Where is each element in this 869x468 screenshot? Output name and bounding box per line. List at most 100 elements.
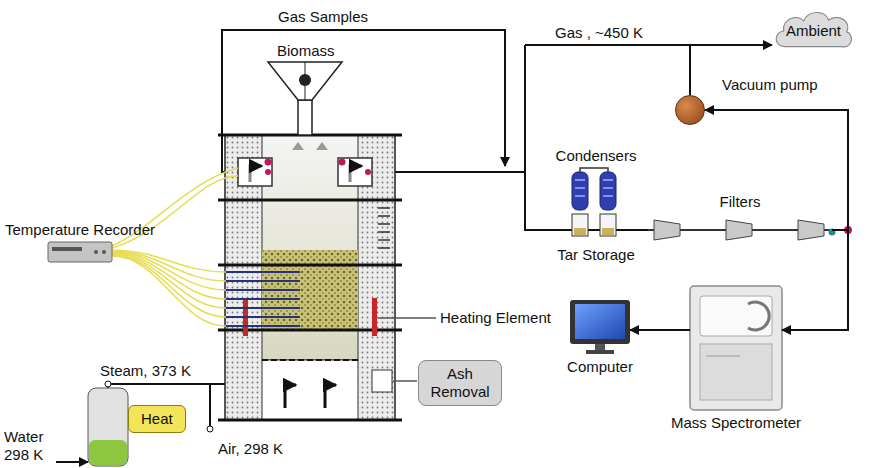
node-label: Ambient — [786, 22, 841, 40]
condenser-units — [580, 168, 608, 172]
reactor-vessel — [285, 385, 336, 408]
filter-units — [648, 220, 832, 240]
reactor-vessel — [262, 359, 358, 361]
thermocouple-wires — [112, 168, 300, 326]
heating-element — [378, 208, 390, 248]
condenser-units — [575, 180, 613, 196]
reactor-vessel — [292, 142, 304, 150]
reactor-vessel — [218, 135, 417, 420]
thermocouple-wires — [226, 316, 300, 318]
temperature-recorder-unit — [48, 242, 112, 262]
gas-outlet-box — [250, 166, 262, 182]
node-label: Temperature Recorder — [5, 221, 155, 239]
mass-spectrometer-unit — [700, 296, 772, 336]
gas-outlet-box — [265, 169, 271, 175]
biomass-hopper — [299, 74, 311, 86]
air-inlet — [207, 384, 213, 432]
thermocouple-wires — [226, 289, 300, 291]
computer-monitor — [570, 300, 630, 344]
node-label: Heat — [141, 410, 173, 428]
condenser-units — [600, 172, 616, 210]
steam-generator — [56, 381, 225, 466]
filter-set: Filters — [648, 214, 832, 246]
gas-outlet-pipe — [372, 45, 690, 230]
gas-outlet-box — [338, 158, 372, 186]
condenser-units — [572, 172, 588, 210]
node-label: Filters — [720, 193, 761, 211]
steam-generator — [56, 461, 88, 463]
mass-spectrometer-unit — [690, 286, 782, 410]
condenser-units — [600, 214, 616, 236]
thermocouple-wires — [226, 272, 300, 326]
reactor-vessel — [218, 199, 402, 202]
thermocouple-wires — [226, 325, 300, 327]
thermocouple-wires — [226, 298, 300, 300]
thermocouple-wires — [112, 255, 226, 317]
air-inlet — [209, 384, 211, 426]
reactor-vessel — [225, 135, 395, 420]
node-label: Condensers — [556, 147, 637, 165]
mass-spectrometer-unit — [748, 302, 769, 330]
condenser-units — [602, 228, 614, 235]
heating-element — [378, 317, 436, 319]
steam-generator — [108, 384, 225, 388]
gas-outlet-box — [265, 159, 272, 166]
air-inlet — [207, 426, 213, 432]
reactor-vessel — [285, 385, 296, 408]
condenser-set: CondensersTar Storage — [560, 168, 632, 242]
mass-spectrometer: Mass Spectrometer — [690, 286, 782, 410]
thermocouple-wires — [112, 256, 226, 326]
ambient-cloud: Ambient — [772, 8, 855, 54]
mass-spectrometer-unit — [700, 344, 772, 400]
temperature-recorder: Temperature Recorder — [48, 242, 112, 262]
condenser-units — [560, 168, 632, 236]
gas-label: Gas , ~450 K — [555, 24, 643, 42]
biomass-hopper — [298, 100, 312, 135]
temperature-recorder-unit — [48, 242, 112, 262]
condenser-units — [560, 229, 632, 231]
biomass-hopper — [268, 62, 342, 100]
reactor-vessel — [316, 142, 328, 150]
reactor-vessel — [292, 142, 328, 150]
condenser-units — [572, 214, 588, 236]
gas-outlet-box — [238, 158, 372, 186]
filter-units — [654, 220, 680, 240]
reactor-vessel — [218, 135, 402, 420]
reactor-vessel — [218, 419, 402, 422]
steam-generator — [88, 388, 128, 466]
heat-box: Heat — [128, 405, 186, 433]
steam-generator — [89, 440, 127, 465]
cloud-outline — [776, 12, 851, 46]
computer-monitor — [575, 304, 625, 339]
node-label: Mass Spectrometer — [671, 414, 801, 432]
condenser-units — [574, 228, 586, 235]
gas-outlet-pipe — [525, 45, 560, 230]
flow-connector — [630, 329, 690, 331]
flow-connector — [782, 230, 848, 330]
computer-monitor — [595, 344, 605, 350]
biomass-hopper — [268, 62, 342, 135]
steam-generator — [105, 381, 111, 387]
thermocouple-wires — [226, 307, 300, 309]
thermocouple-wires — [226, 280, 300, 282]
node-label: Ash Removal — [427, 365, 493, 401]
heating-element — [372, 298, 377, 336]
gas-outlet-box — [350, 166, 362, 182]
reactor-vessel — [393, 380, 417, 382]
gas-outlet-box — [238, 158, 272, 186]
node-label: Computer — [567, 358, 633, 376]
temperature-recorder-unit — [52, 247, 82, 251]
computer-monitor — [570, 300, 630, 354]
ash-removal-box: Ash Removal — [418, 360, 502, 406]
filter-units — [798, 220, 824, 240]
filter-units — [726, 220, 752, 240]
steam-label: Steam, 373 K — [100, 362, 191, 380]
computer: Computer — [570, 300, 630, 354]
vacuum-pump: Vacuum pump — [675, 95, 705, 125]
reactor-vessel — [262, 360, 358, 420]
thermocouple-wires — [112, 168, 238, 326]
reactor-vessel — [372, 370, 392, 392]
air-label: Air, 298 K — [218, 440, 283, 458]
